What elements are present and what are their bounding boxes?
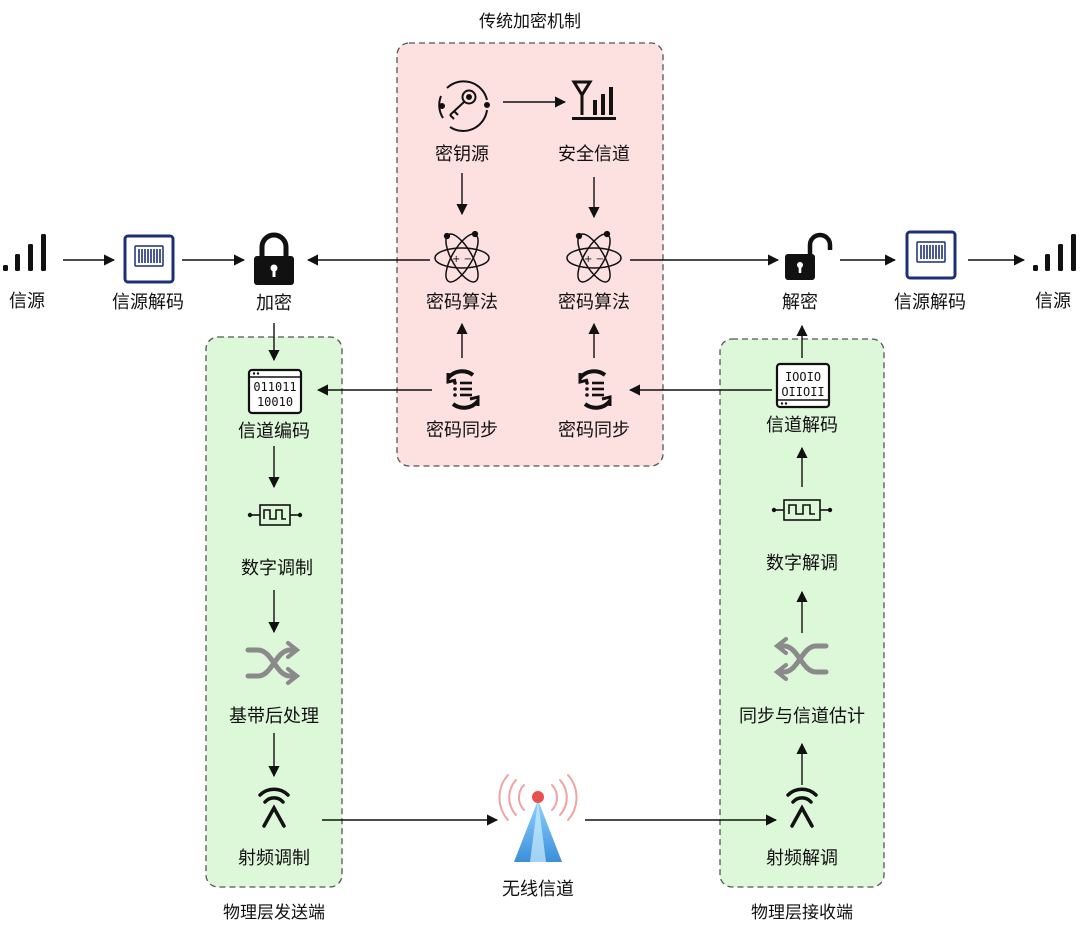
binary-line-1: 011011 (253, 380, 296, 394)
node-label: 密码同步 (558, 420, 630, 441)
node-sync-channel-est: 同步与信道估计 (739, 637, 865, 727)
binary-screen-icon: IOOIO OIIOII (775, 362, 831, 409)
node-secure-channel: 安全信道 (558, 80, 630, 165)
wireless-antenna-icon (786, 787, 818, 828)
node-channel-decode: IOOIO OIIOII 信道解码 (766, 362, 838, 436)
node-label: 解密 (782, 292, 818, 313)
node-label: 密码算法 (558, 292, 630, 313)
node-label: 射频调制 (238, 848, 310, 869)
node-baseband-post: 基带后处理 (229, 641, 319, 727)
group-receiver-title: 物理层接收端 (751, 903, 853, 923)
node-label: 加密 (256, 293, 292, 314)
node-key-source: 密钥源 (435, 80, 490, 165)
svg-text:+ −: + − (452, 254, 472, 265)
atom-icon: + − (434, 230, 490, 283)
svg-text:+ −: + − (584, 254, 604, 265)
signal-bars-icon (3, 234, 46, 271)
node-label: 数字调制 (241, 558, 313, 579)
shuffle-icon (773, 637, 829, 681)
node-cipher-sync-right: 密码同步 (558, 369, 630, 441)
binary-screen-icon: 011011 10010 (247, 368, 303, 415)
node-label: 同步与信道估计 (739, 706, 865, 727)
node-cipher-sync-left: 密码同步 (426, 369, 498, 441)
node-label: 基带后处理 (229, 706, 319, 727)
binary-line-1: IOOIO (785, 370, 821, 384)
node-source-right: 信源 (1033, 234, 1076, 312)
node-digital-demod: 数字解调 (766, 499, 838, 574)
node-source-decode-left: 信源解码 (112, 234, 184, 313)
node-label: 信源解码 (112, 292, 184, 313)
node-label: 数字解调 (766, 553, 838, 574)
node-digital-mod: 数字调制 (241, 504, 313, 579)
node-rf-demod: 射频解调 (766, 787, 838, 869)
node-label: 密钥源 (435, 144, 489, 165)
node-cipher-algo-right: + − 密码算法 (558, 230, 630, 313)
antenna-signal-icon (571, 80, 616, 120)
node-decrypt: 解密 (782, 232, 833, 313)
node-label: 射频解调 (766, 848, 838, 869)
node-label: 无线信道 (502, 879, 574, 900)
group-traditional-encryption (396, 42, 664, 467)
square-wave-icon (771, 499, 833, 521)
shuffle-icon (245, 641, 301, 685)
node-label: 信源解码 (894, 292, 966, 313)
group-transmitter-title: 物理层发送端 (223, 903, 325, 923)
node-label: 密码算法 (426, 292, 498, 313)
barcode-icon (123, 234, 175, 284)
node-label: 信源 (1035, 291, 1071, 312)
sync-list-icon (578, 369, 612, 410)
node-label: 安全信道 (558, 144, 630, 165)
node-channel-encode: 011011 10010 信道编码 (238, 368, 310, 442)
node-cipher-algo-left: + − 密码算法 (426, 230, 498, 313)
binary-line-2: OIIOII (781, 385, 824, 399)
barcode-icon (905, 230, 957, 280)
node-label: 信道解码 (766, 415, 838, 436)
locked-padlock-icon (254, 232, 294, 285)
binary-line-2: 10010 (257, 395, 293, 409)
node-label: 密码同步 (426, 420, 498, 441)
sync-list-icon (446, 369, 480, 410)
node-label: 信源 (9, 291, 45, 312)
node-source-left: 信源 (3, 234, 46, 312)
unlocked-padlock-icon (785, 232, 833, 280)
node-label: 信道编码 (238, 421, 310, 442)
key-disc-icon (438, 80, 490, 132)
group-traditional-title: 传统加密机制 (479, 12, 581, 32)
radio-tower-icon (498, 774, 578, 862)
signal-bars-icon (1033, 234, 1076, 271)
node-wireless-channel: 无线信道 (498, 774, 578, 900)
node-rf-mod: 射频调制 (238, 787, 310, 869)
node-source-decode-right: 信源解码 (894, 230, 966, 313)
wireless-antenna-icon (258, 787, 290, 828)
atom-icon: + − (566, 230, 622, 283)
node-encrypt: 加密 (254, 232, 294, 314)
square-wave-icon (247, 504, 303, 526)
